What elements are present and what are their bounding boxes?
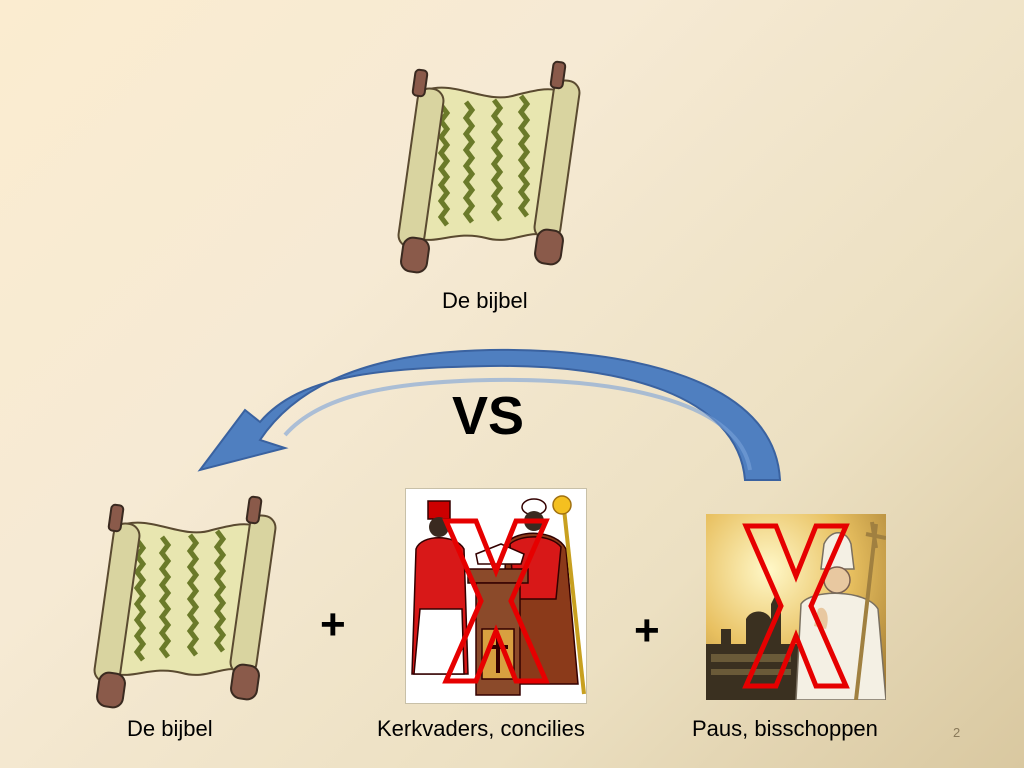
church-fathers-image [405, 488, 587, 704]
red-x-icon [436, 511, 556, 691]
vs-label: VS [452, 386, 525, 446]
top-bible-label: De bijbel [442, 288, 528, 313]
red-x-icon [736, 516, 856, 696]
plus-sign-2: + [634, 606, 660, 655]
top-scroll-icon [396, 60, 586, 275]
fathers-councils-label: Kerkvaders, concilies [377, 716, 585, 741]
plus-sign-1: + [320, 600, 346, 649]
bottom-bible-label: De bijbel [127, 716, 213, 741]
curved-arrow-icon [190, 340, 790, 490]
bottom-scroll-icon [92, 495, 282, 710]
pope-bishops-label: Paus, bisschoppen [692, 716, 878, 741]
slide-number: 2 [953, 725, 961, 740]
pope-image [706, 514, 886, 700]
